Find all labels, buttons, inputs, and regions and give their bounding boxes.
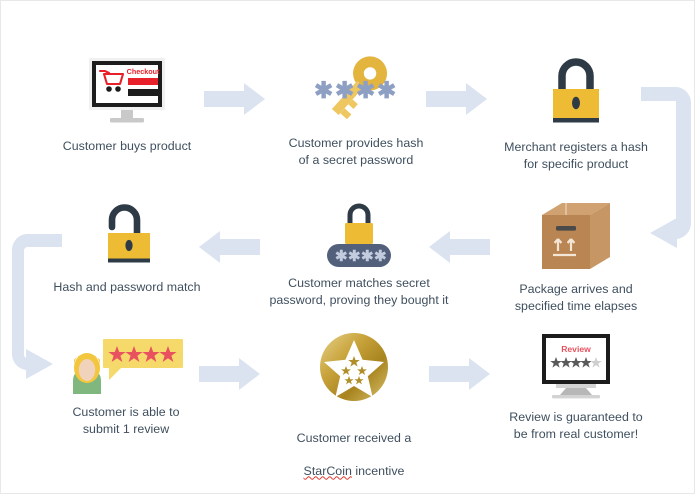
svg-text:Review: Review <box>561 344 591 354</box>
node-label: Package arrives and specified time elaps… <box>514 282 638 313</box>
checkout-monitor-icon: Checkout <box>77 56 177 126</box>
node-customer-submits-review: Customer is able to submit 1 review <box>36 334 216 437</box>
svg-text:✱: ✱ <box>377 77 396 103</box>
svg-text:✱: ✱ <box>335 77 354 103</box>
node-label: Customer buys product <box>62 139 192 153</box>
key-with-asterisks-icon: ✱ ✱ ✱ ✱ <box>301 51 411 129</box>
node-package-arrives: Package arrives and specified time elaps… <box>486 199 666 314</box>
node-label: Customer matches secret password, provin… <box>269 276 449 307</box>
label-starcoin-word: StarCoin <box>303 463 352 478</box>
node-merchant-registers-hash: Merchant registers a hash for specific p… <box>486 53 666 172</box>
padlock-with-password-pill-icon: ✱ ✱ ✱ ✱ <box>307 197 411 269</box>
node-customer-buys-product: Checkout Customer buys product <box>37 56 217 155</box>
svg-text:✱: ✱ <box>356 77 375 103</box>
svg-text:✱: ✱ <box>335 248 348 265</box>
arrow-package-to-matches <box>429 229 491 270</box>
elbow-match-to-review <box>4 234 62 391</box>
node-label: Review is guaranteed to be from real cus… <box>509 410 643 441</box>
node-label: Customer is able to submit 1 review <box>72 405 180 436</box>
node-label: Hash and password match <box>53 280 201 294</box>
elbow-merchant-to-package <box>641 87 695 268</box>
svg-text:✱: ✱ <box>374 248 387 265</box>
label-line-1: Customer received a <box>296 430 412 445</box>
closed-padlock-icon <box>539 53 613 129</box>
arrow-coin-to-guaranteed <box>429 356 491 397</box>
arrow-hash-to-merchant <box>426 81 488 122</box>
label-line-2-rest: incentive <box>351 463 405 478</box>
node-label: Customer provides hash of a secret passw… <box>288 136 424 167</box>
person-review-bubble-icon <box>65 334 187 396</box>
arrow-buys-to-hash <box>204 81 266 122</box>
node-review-guaranteed: Review Review is guaranteed to be from r… <box>486 333 666 442</box>
arrow-review-to-coin <box>199 356 261 397</box>
node-label: Customer received a StarCoin incentive <box>297 413 412 479</box>
node-hash-password-match: Hash and password match <box>38 203 216 296</box>
node-customer-provides-hash: ✱ ✱ ✱ ✱ Customer provides hash of a secr… <box>266 51 446 168</box>
svg-text:✱: ✱ <box>348 248 361 265</box>
svg-text:Checkout: Checkout <box>127 67 160 76</box>
svg-text:✱: ✱ <box>314 77 333 103</box>
gold-star-coin-icon <box>318 331 390 403</box>
node-label: Merchant registers a hash for specific p… <box>504 140 648 171</box>
arrow-matches-to-match <box>199 229 261 270</box>
node-customer-received-starcoin: Customer received a StarCoin incentive <box>264 331 444 479</box>
cardboard-box-icon <box>538 199 614 271</box>
svg-text:✱: ✱ <box>361 248 374 265</box>
open-padlock-icon <box>90 203 164 269</box>
review-monitor-icon: Review <box>528 333 624 399</box>
node-customer-matches-secret: ✱ ✱ ✱ ✱ Customer matches secret password… <box>264 197 454 308</box>
